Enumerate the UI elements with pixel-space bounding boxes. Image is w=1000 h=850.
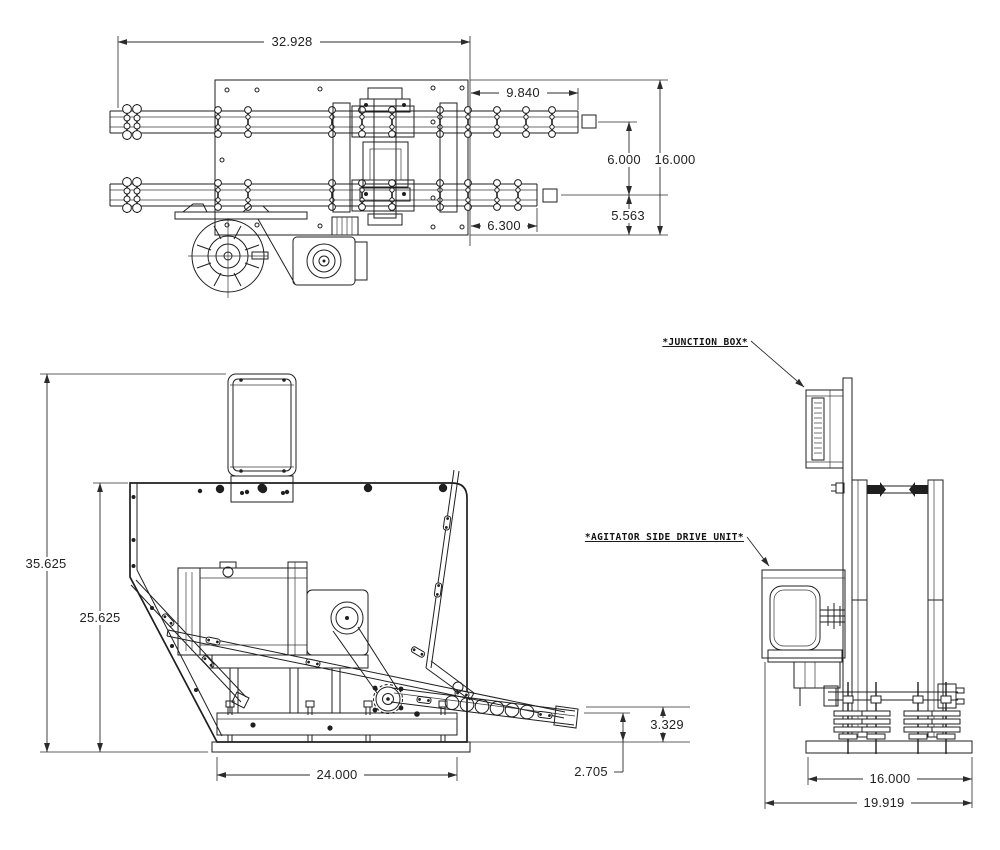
frame-tube-right: [439, 102, 458, 213]
dim-text-overall-length: 32.928: [272, 34, 313, 49]
dim-text-lower-chain-extension: 6.300: [487, 218, 521, 233]
left-brace: [130, 579, 250, 709]
side-sprockets: [833, 681, 961, 755]
drive-unit-label: *AGITATOR SIDE DRIVE UNIT*: [585, 532, 744, 543]
dim-lower-chain-offset: 5.563: [604, 194, 652, 236]
dim-overall-length: 32.928: [117, 34, 471, 246]
side-view: *JUNCTION BOX* *AGITATOR SIDE DRIVE UNIT…: [585, 337, 973, 810]
dim-text-upper-chain-extension: 9.840: [506, 85, 540, 100]
junction-box-label: *JUNCTION BOX*: [662, 337, 748, 348]
dim-text-base-length: 24.000: [317, 767, 358, 782]
dim-text-overall-height: 35.625: [26, 556, 67, 571]
junction-box-side: [805, 389, 844, 469]
dim-text-chain-spacing: 6.000: [607, 152, 641, 167]
dim-side-overall-width: 19.919: [764, 662, 973, 810]
upper-chain: [109, 110, 597, 134]
front-plate-details: [131, 483, 448, 737]
dim-upper-chain-extension: 9.840: [470, 85, 579, 110]
dim-text-chain-tip-height: 3.329: [650, 717, 684, 732]
dim-text-front-plate-height: 25.625: [80, 610, 121, 625]
dim-text-plate-height: 16.000: [655, 152, 696, 167]
center-shaft-assembly: [351, 87, 415, 226]
dim-text-side-overall-width: 19.919: [864, 795, 905, 810]
side-base-plate: [805, 740, 973, 754]
dim-lower-chain-extension: 6.300: [470, 208, 538, 233]
v-belt: [332, 626, 399, 694]
frame-posts: [831, 479, 944, 738]
right-brace: [409, 469, 475, 701]
top-plate-holes: [219, 85, 465, 230]
top-view: 32.928 9.840 6.000 16.000 6.300: [109, 34, 701, 298]
agitator-chain: [390, 687, 579, 729]
dim-chain-spacing: 6.000: [561, 121, 668, 196]
dim-overall-height: 35.625: [21, 373, 226, 753]
dim-text-side-base-width: 16.000: [870, 771, 911, 786]
front-motor: [177, 561, 369, 713]
top-gearmotor: [174, 203, 368, 298]
dim-side-base-width: 16.000: [807, 757, 973, 808]
dim-base-length: 24.000: [216, 757, 458, 782]
front-base: [211, 700, 471, 753]
dim-text-lower-chain-offset: 5.563: [611, 208, 645, 223]
dim-text-bracket-height: 2.705: [574, 764, 608, 779]
chain-pins: [121, 103, 557, 214]
front-view: 35.625 25.625 24.000 3.329: [21, 373, 690, 782]
agitator-arm: [166, 629, 566, 719]
dim-bracket-height: 2.705: [568, 712, 630, 779]
frame-tube-left: [332, 102, 351, 213]
dim-plate-height: 16.000: [470, 79, 701, 236]
callout-drive-unit: *AGITATOR SIDE DRIVE UNIT*: [585, 532, 770, 567]
dim-front-plate-height: 25.625: [75, 482, 128, 753]
dim-chain-tip-height: 3.329: [470, 706, 690, 743]
belt-guard: [306, 589, 369, 656]
side-motor: [761, 569, 846, 706]
callout-junction-box: *JUNCTION BOX*: [662, 337, 805, 388]
